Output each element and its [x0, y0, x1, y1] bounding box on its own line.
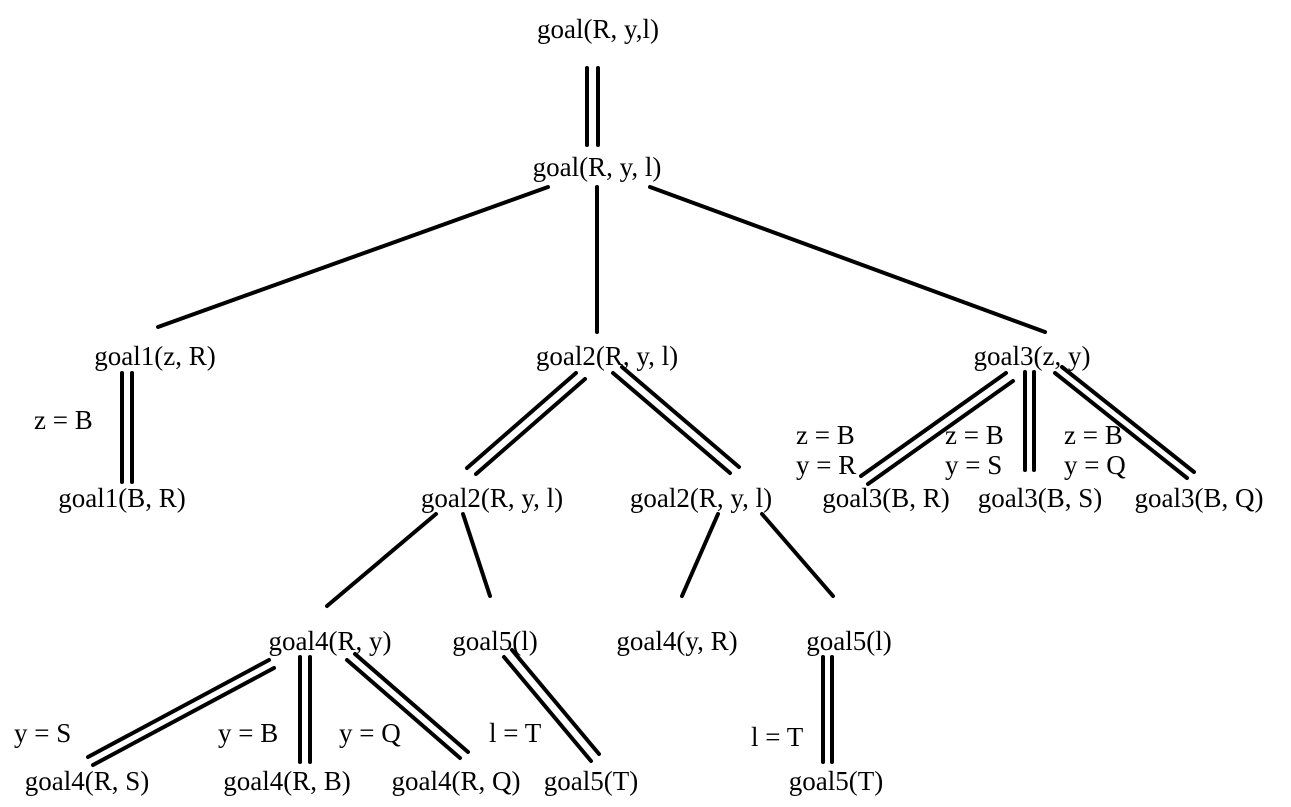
node-goal3-leaf-q: goal3(B, Q): [1134, 483, 1264, 513]
edge-goal2a-goal5: [461, 512, 492, 598]
edge-goal2-goal2b: [611, 365, 741, 475]
edge-goal4-leafQ: [345, 652, 470, 760]
edge-goal3-leafQ: [1053, 365, 1196, 480]
node-root: goal(R, y,l): [537, 14, 659, 44]
node-goal3-leaf-r: goal3(B, R): [822, 483, 950, 513]
condition-goal4-q: y = Q: [339, 718, 401, 748]
edge-goal-goal3: [648, 185, 1047, 334]
node-goal5-right: goal5(l): [806, 626, 892, 656]
node-goal5-leaf-t-right: goal5(T): [788, 766, 884, 796]
node-goal2: goal2(R, y, l): [535, 341, 679, 371]
node-goal3-leaf-s: goal3(B, S): [977, 483, 1103, 513]
edge-goal2b-goal4: [680, 512, 720, 598]
condition-goal1: z = B: [34, 405, 93, 435]
edge-goal2a-goal4: [325, 512, 438, 608]
condition-goal5-right: l = T: [751, 722, 804, 752]
condition-goal4-b: y = B: [218, 718, 279, 748]
edge-goal2-goal2a: [465, 371, 587, 476]
edge-goal5-leafT: [502, 648, 601, 763]
node-goal5-left: goal5(l): [452, 626, 538, 656]
node-goal4-leaf-q: goal4(R, Q): [391, 766, 521, 796]
node-goal3: goal3(z, y): [973, 341, 1091, 371]
edge-goal-goal1: [156, 185, 550, 329]
edge-root-goal: [585, 66, 600, 147]
edge-goal4-leafB: [298, 655, 312, 764]
node-goal1: goal1(z, R): [94, 341, 216, 371]
node-goal2-left: goal2(R, y, l): [420, 483, 564, 513]
edge-goal2b-goal5: [760, 512, 835, 598]
edge-goal5b-leafT: [821, 655, 834, 764]
edge-goal3-leafR: [859, 371, 1015, 486]
node-goal4-right: goal4(y, R): [616, 626, 738, 656]
edge-goal1-leaf: [120, 371, 134, 484]
node-goal2-right: goal2(R, y, l): [629, 483, 773, 513]
node-goal5-leaf-t-left: goal5(T): [543, 766, 639, 796]
edge-goal3-leafS: [1023, 370, 1036, 472]
node-goal4-leaf-b: goal4(R, B): [223, 766, 351, 796]
condition-goal5-left: l = T: [489, 718, 542, 748]
node-goal4-left: goal4(R, y): [268, 626, 392, 656]
node-goal: goal(R, y, l): [532, 152, 662, 182]
node-goal1-leaf: goal1(B, R): [58, 483, 186, 513]
edge-goal4-leafS: [86, 658, 276, 767]
node-goal4-leaf-s: goal4(R, S): [24, 766, 150, 796]
condition-goal4-s: y = S: [14, 718, 72, 748]
